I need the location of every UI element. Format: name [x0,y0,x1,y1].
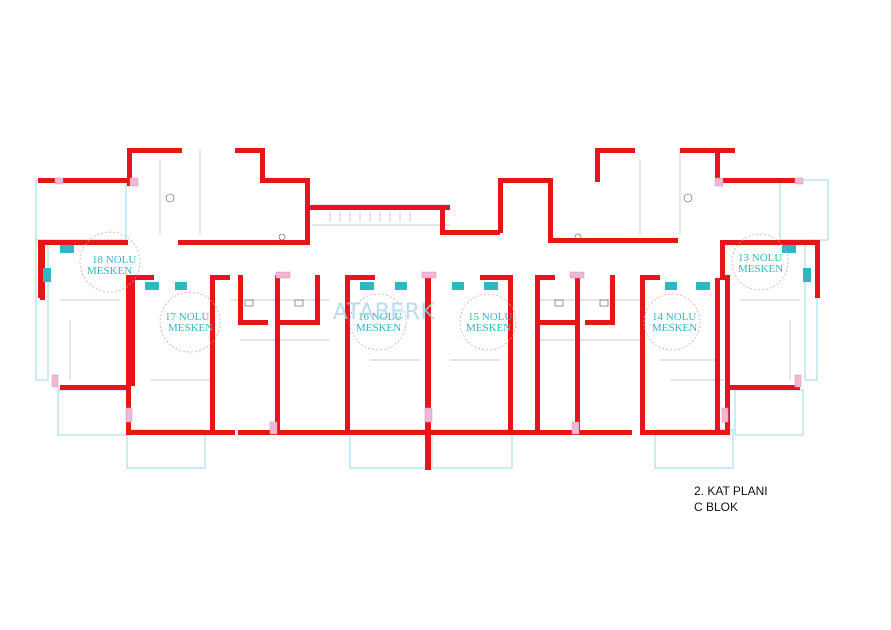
column-markers [51,177,804,435]
plan-title-line1: 2. KAT PLANI [694,484,768,498]
unit-labels: 18 NOLU MESKEN 17 NOLU MESKEN 16 NOLU ME… [87,252,783,334]
stair-treads [329,212,411,222]
unit-13-label-line1: 13 NOLU [738,252,782,264]
plan-title-line2: C BLOK [694,500,739,514]
unit-16-label-line1: 16 NOLU [358,311,402,323]
unit-15-label-line1: 15 NOLU [468,311,512,323]
unit-14-label-line1: 14 NOLU [652,311,696,323]
exterior-walls [38,148,820,470]
kitchen-fixtures [43,245,811,290]
unit-16-label-line2: MESKEN [356,322,401,334]
unit-circles [79,231,789,353]
unit-18-label-line2: MESKEN [87,265,132,277]
unit-14-label-line2: MESKEN [652,322,697,334]
unit-13-label-line2: MESKEN [738,263,783,275]
unit-15-label-line2: MESKEN [466,322,511,334]
unit-18-label-line1: 18 NOLU [92,254,136,266]
unit-17-label-line2: MESKEN [168,322,213,334]
bathroom-fixtures [165,193,693,307]
watermark-logo: ATABERK [333,300,435,325]
unit-17-label-line1: 17 NOLU [165,311,209,323]
